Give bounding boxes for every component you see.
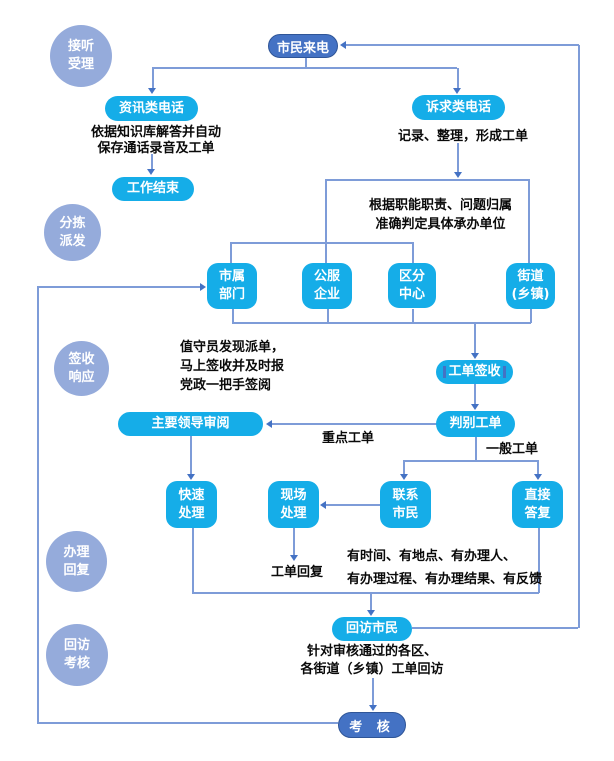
connector-line [327,309,329,323]
node-order-sign: 工单签收 [436,360,513,384]
connector-line [37,287,39,723]
note-duty-officer: 值守员发现派单， 马上签收并及时报 党政一把手签阅 [180,340,285,393]
arrowhead-down [534,474,542,480]
connector-line [151,154,153,170]
node-order-judge: 判别工单 [436,411,515,437]
node-assessment: 考 核 [338,712,406,738]
note-assign-unit: 根据职能职责、问题归属 准确判定具体承办单位 [368,198,512,232]
connector-line [230,242,413,244]
connector-line [403,460,538,462]
label-key-order: 重点工单 [322,431,375,446]
connector-line [578,45,580,628]
label-general-order: 一般工单 [486,442,539,457]
connector-line [457,143,459,173]
connector-line [474,322,476,354]
arrowhead-down [290,555,298,561]
node-visit-citizen: 回访市民 [332,617,412,641]
connector-line [457,68,459,89]
stage-circle-visit-assess: 回访 考核 [46,624,108,686]
stage-circle-answer-accept: 接听 受理 [50,25,112,87]
connector-line [152,67,457,69]
connector-line [412,309,414,323]
connector-line [538,528,540,593]
connector-line [372,678,374,705]
connector-line [232,322,531,324]
arrowhead-down [369,705,377,711]
connector-line [370,592,372,610]
predefined-process-bar [503,366,506,378]
connector-line [293,528,295,555]
connector-line [528,179,530,264]
node-work-end: 工作结束 [112,177,194,201]
label-order-reply: 工单回复 [271,565,324,580]
node-order-sign-label: 工单签收 [448,364,501,379]
connector-line [192,592,539,594]
connector-line [530,309,532,323]
arrowhead-down [187,474,195,480]
arrowhead-down [453,88,461,94]
arrowhead-left [266,420,272,428]
connector-line [37,286,201,288]
arrowhead-right [200,283,206,291]
arrowhead-left [340,41,346,49]
node-citizen-call: 市民来电 [268,34,338,58]
connector-line [325,179,529,181]
arrowhead-down [454,172,462,178]
connector-line [192,528,194,593]
connector-line [272,423,437,425]
connector-line [232,309,234,323]
note-handle-requirements: 有时间、有地点、有办理人、 有办理过程、有办理结果、有反馈 [347,549,543,587]
arrowhead-left [320,501,326,509]
predefined-process-bar [443,366,446,378]
connector-line [412,242,414,264]
arrowhead-down [148,88,156,94]
connector-line [403,460,405,474]
node-district-sub-center: 区分 中心 [388,263,436,308]
note-info-handling: 依据知识库解答并自动 保存通话录音及工单 [90,125,221,156]
note-visit-scope: 针对审核通过的各区、 各街道（乡镇）工单回访 [300,644,444,677]
node-fast-handle: 快速 处理 [166,481,217,528]
connector-line [346,44,579,46]
stage-circle-handle-reply: 办理 回复 [46,531,107,592]
connector-line [190,436,192,474]
connector-line [230,242,232,264]
node-city-dept: 市属 部门 [207,263,257,309]
node-street-town: 街道 (乡镇) [506,263,555,309]
connector-line [474,384,476,405]
note-appeal-handling: 记录、整理，形成工单 [397,129,528,144]
node-contact-citizen: 联系 市民 [380,481,431,528]
connector-line [152,68,154,89]
node-appeal-call: 诉求类电话 [412,95,505,120]
node-info-call: 资讯类电话 [105,96,198,121]
arrowhead-down [471,404,479,410]
stage-circle-sign-respond: 签收 响应 [54,341,109,396]
arrowhead-down [400,474,408,480]
node-onsite-handle: 现场 处理 [268,481,319,528]
stage-circle-sort-dispatch: 分拣 派发 [44,204,101,261]
arrowhead-down [471,353,479,359]
connector-line [475,436,477,461]
node-direct-reply: 直接 答复 [512,481,563,528]
arrowhead-down [367,610,375,616]
connector-line [305,58,307,68]
node-public-service-enterprise: 公服 企业 [302,263,352,309]
connector-line [37,722,338,724]
node-leader-review: 主要领导审阅 [118,412,263,436]
connector-line [326,504,380,506]
connector-line [537,460,539,474]
connector-line [325,179,327,264]
arrowhead-down [147,169,155,175]
connector-line [412,627,578,629]
